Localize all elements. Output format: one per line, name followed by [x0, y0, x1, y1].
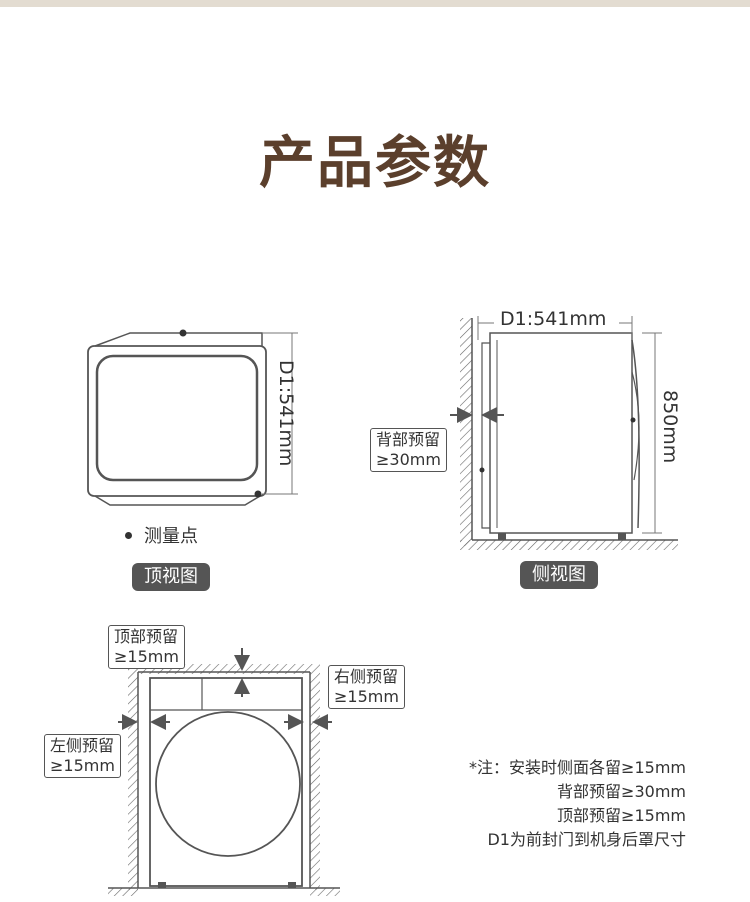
left-clearance-value: ≥15mm [50, 756, 115, 775]
note-line: 顶部预留≥15mm [557, 806, 686, 825]
installation-notes: *注：安装时侧面各留≥15mm 背部预留≥30mm 顶部预留≥15mm D1为前… [469, 756, 686, 852]
side-view-depth-label: D1:541mm [500, 308, 606, 330]
front-view-drawing [108, 648, 340, 896]
legend-label: 测量点 [144, 526, 198, 547]
measure-point-legend: 测量点 [125, 522, 198, 548]
left-clearance-callout: 左侧预留 ≥15mm [44, 734, 121, 778]
top-clearance-title: 顶部预留 [114, 627, 179, 646]
note-line: *注：安装时侧面各留≥15mm [469, 758, 686, 777]
side-view-height-label: 850mm [659, 390, 681, 463]
right-clearance-callout: 右侧预留 ≥15mm [328, 665, 405, 709]
top-view-dimension-label: D1:541mm [275, 360, 297, 466]
side-view-drawing [450, 316, 678, 550]
page-title: 产品参数 [259, 131, 491, 196]
note-line: 背部预留≥30mm [557, 782, 686, 801]
top-decor-bar [0, 0, 750, 7]
note-line: D1为前封门到机身后罩尺寸 [487, 830, 686, 849]
top-view-tag: 顶视图 [132, 563, 210, 591]
right-clearance-value: ≥15mm [334, 687, 399, 706]
top-view-drawing [87, 329, 298, 506]
top-clearance-value: ≥15mm [114, 647, 179, 666]
back-clearance-title: 背部预留 [376, 430, 441, 449]
back-clearance-value: ≥30mm [376, 450, 441, 469]
measure-point-front [179, 329, 187, 337]
top-clearance-callout: 顶部预留 ≥15mm [108, 625, 185, 669]
side-view-tag: 侧视图 [520, 561, 598, 589]
left-clearance-title: 左侧预留 [50, 736, 115, 755]
right-clearance-title: 右侧预留 [334, 667, 399, 686]
measure-point-icon [125, 531, 132, 539]
measure-point-back [254, 490, 262, 498]
back-clearance-callout: 背部预留 ≥30mm [370, 428, 447, 472]
